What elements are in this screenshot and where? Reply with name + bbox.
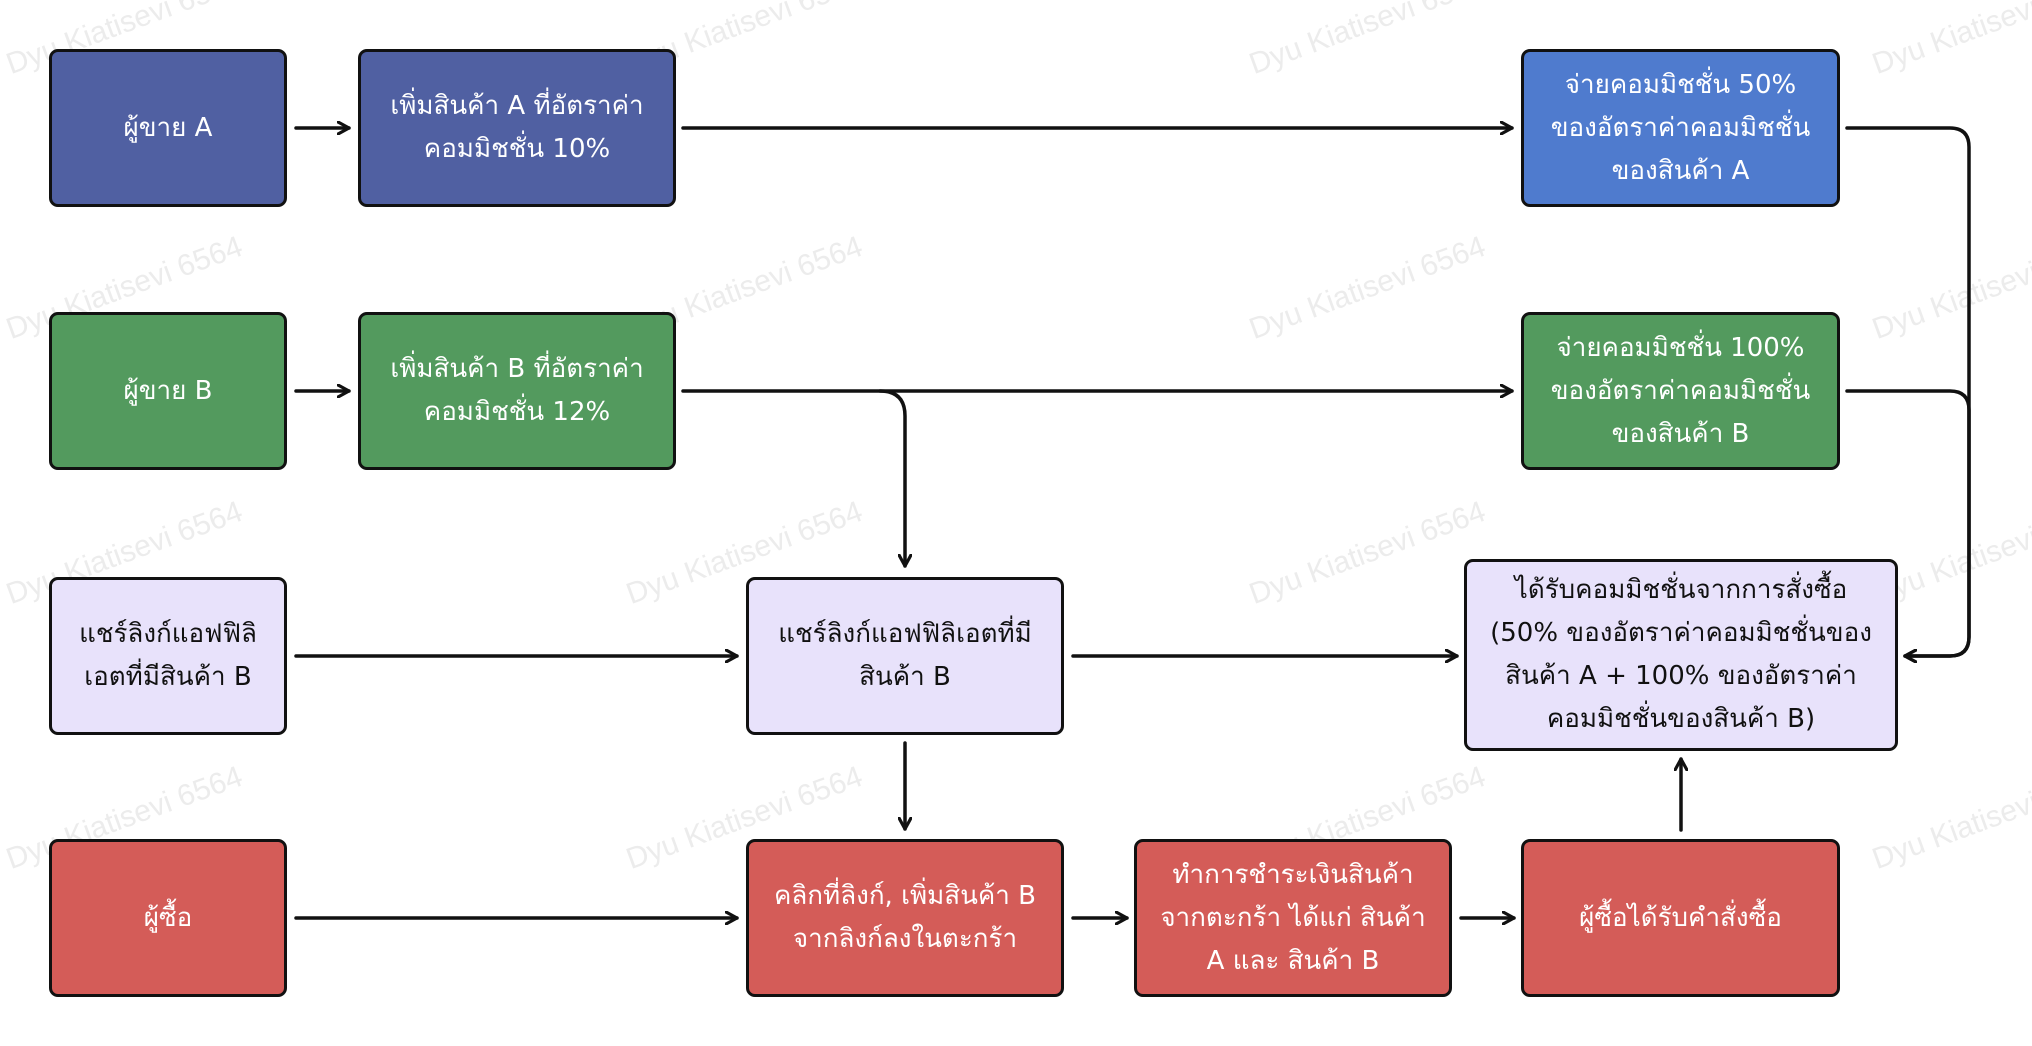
node-label: คลิกที่ลิงก์, เพิ่มสินค้า B จากลิงก์ลงใน…	[773, 881, 1036, 954]
node-label: ได้รับคอมมิชชั่นจากการสั่งซื้อ (50% ของอ…	[1490, 575, 1872, 734]
node-label: จ่ายคอมมิชชั่น 100% ของอัตราค่าคอมมิชชั่…	[1550, 332, 1811, 449]
node-add-product-b: เพิ่มสินค้า B ที่อัตราค่าคอมมิชชั่น 12%	[358, 312, 676, 470]
node-click-link: คลิกที่ลิงก์, เพิ่มสินค้า B จากลิงก์ลงใน…	[746, 839, 1064, 997]
node-label: เพิ่มสินค้า B ที่อัตราค่าคอมมิชชั่น 12%	[390, 354, 644, 427]
arrow-pay-b-to-receive	[1845, 389, 1971, 656]
node-label: ผู้ซื้อได้รับคำสั่งซื้อ	[1579, 902, 1782, 933]
node-label: ผู้ขาย B	[123, 375, 213, 406]
node-order-received: ผู้ซื้อได้รับคำสั่งซื้อ	[1521, 839, 1840, 997]
node-seller-b: ผู้ขาย B	[49, 312, 287, 470]
arrow-add-b-to-affiliate	[878, 389, 905, 568]
node-label: จ่ายคอมมิชชั่น 50% ของอัตราค่าคอมมิชชั่น…	[1550, 69, 1811, 186]
node-buyer: ผู้ซื้อ	[49, 839, 287, 997]
node-label: แชร์ลิงก์แอฟฟิลิเอตที่มีสินค้า B	[79, 619, 257, 692]
node-label: แชร์ลิงก์แอฟฟิลิเอตที่มีสินค้า B	[778, 619, 1032, 692]
node-affiliate-share-mid: แชร์ลิงก์แอฟฟิลิเอตที่มีสินค้า B	[746, 577, 1064, 735]
node-label: ผู้ซื้อ	[143, 902, 193, 933]
node-affiliate-share-left: แชร์ลิงก์แอฟฟิลิเอตที่มีสินค้า B	[49, 577, 287, 735]
node-add-product-a: เพิ่มสินค้า A ที่อัตราค่าคอมมิชชั่น 10%	[358, 49, 676, 207]
node-label: เพิ่มสินค้า A ที่อัตราค่าคอมมิชชั่น 10%	[390, 91, 644, 164]
node-pay-commission-a: จ่ายคอมมิชชั่น 50% ของอัตราค่าคอมมิชชั่น…	[1521, 49, 1840, 207]
node-checkout: ทำการชำระเงินสินค้าจากตะกร้า ได้แก่ สินค…	[1134, 839, 1452, 997]
node-label: ทำการชำระเงินสินค้าจากตะกร้า ได้แก่ สินค…	[1160, 859, 1426, 976]
node-label: ผู้ขาย A	[123, 112, 213, 143]
node-seller-a: ผู้ขาย A	[49, 49, 287, 207]
node-receive-commission: ได้รับคอมมิชชั่นจากการสั่งซื้อ (50% ของอ…	[1464, 559, 1898, 751]
node-pay-commission-b: จ่ายคอมมิชชั่น 100% ของอัตราค่าคอมมิชชั่…	[1521, 312, 1840, 470]
